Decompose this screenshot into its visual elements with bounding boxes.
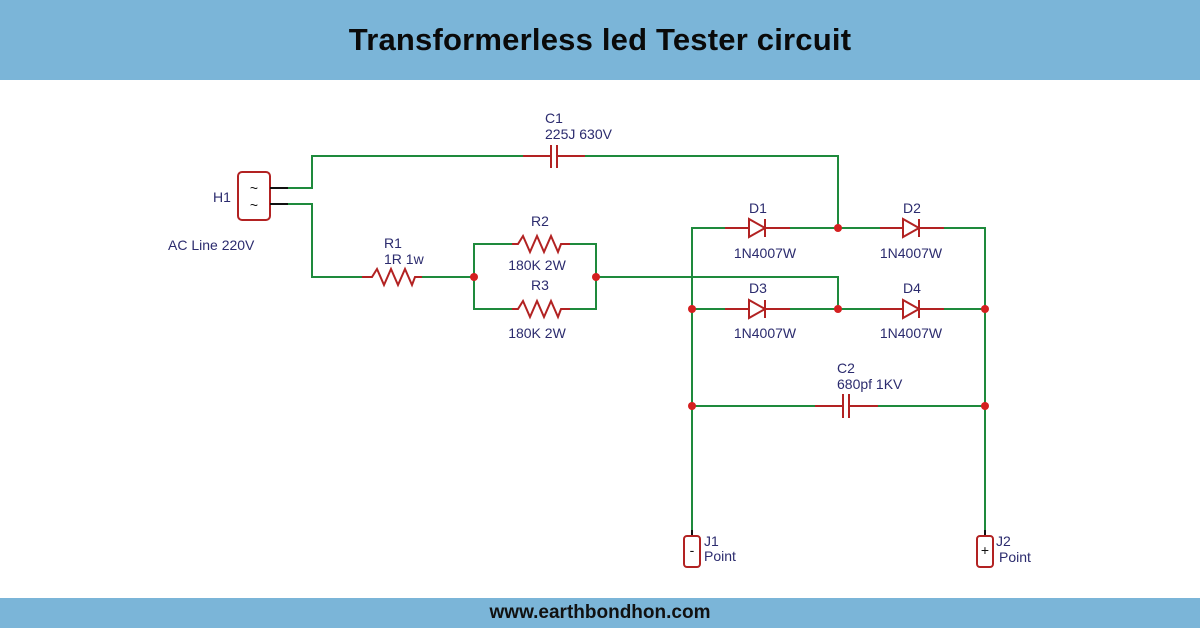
h1-ref: H1 — [213, 189, 231, 205]
ac-source-h1: ~ ~ H1 AC Line 220V — [168, 171, 288, 253]
wire-c1-to-d1d2-node — [585, 155, 839, 228]
d3-value: 1N4007W — [734, 325, 797, 341]
capacitor-c2: C2 680pf 1KV — [815, 360, 903, 418]
d1-ref: D1 — [749, 200, 767, 216]
c2-value: 680pf 1KV — [837, 376, 903, 392]
j1-ref: J1 — [704, 533, 719, 549]
c1-value: 225J 630V — [545, 126, 613, 142]
junction-dot — [688, 305, 696, 313]
resistor-r2: R2 180K 2W — [508, 213, 570, 273]
junctions — [470, 224, 989, 410]
wire-d1-row-left — [691, 227, 725, 309]
d2-value: 1N4007W — [880, 245, 943, 261]
r3-value: 180K 2W — [508, 325, 566, 341]
h1-value: AC Line 220V — [168, 237, 255, 253]
r1-ref: R1 — [384, 235, 402, 251]
wires — [288, 155, 986, 530]
d2-ref: D2 — [903, 200, 921, 216]
wire-r-to-d3d4-node — [596, 276, 839, 309]
resistor-r1: R1 1R 1w — [362, 235, 425, 288]
j1-value: Point — [704, 548, 736, 564]
wire-r3-left — [473, 277, 512, 310]
d3-ref: D3 — [749, 280, 767, 296]
junction-dot — [981, 305, 989, 313]
ac-symbol-2: ~ — [250, 197, 258, 213]
website-url: www.earthbondhon.com — [489, 602, 711, 623]
resistor-r3: R3 180K 2W — [508, 277, 570, 341]
ac-symbol-1: ~ — [250, 180, 258, 196]
junction-dot — [834, 224, 842, 232]
d4-ref: D4 — [903, 280, 921, 296]
footer-banner: www.earthbondhon.com — [0, 598, 1200, 628]
page-title: Transformerless led Tester circuit — [348, 22, 852, 57]
junction-dot — [592, 273, 600, 281]
diode-d2: D2 1N4007W — [880, 200, 944, 261]
r1-value: 1R 1w — [384, 251, 425, 267]
connector-j1: - J1 Point — [683, 530, 736, 568]
r2-ref: R2 — [531, 213, 549, 229]
capacitor-c1: C1 225J 630V — [523, 110, 613, 168]
wire-h1-bottom-to-r1 — [288, 203, 362, 278]
diode-d3: D3 1N4007W — [725, 280, 797, 341]
junction-dot — [470, 273, 478, 281]
title-banner: Transformerless led Tester circuit — [0, 0, 1200, 80]
r2-value: 180K 2W — [508, 257, 566, 273]
junction-dot — [688, 402, 696, 410]
wire-h1-top-to-c1 — [288, 155, 523, 189]
d4-value: 1N4007W — [880, 325, 943, 341]
c2-ref: C2 — [837, 360, 855, 376]
d1-value: 1N4007W — [734, 245, 797, 261]
wire-r3-right — [570, 277, 597, 310]
diode-d4: D4 1N4007W — [880, 280, 944, 341]
wire-r2-left — [473, 243, 512, 277]
c1-ref: C1 — [545, 110, 563, 126]
junction-dot — [981, 402, 989, 410]
j1-minus-symbol: - — [690, 542, 695, 558]
r3-ref: R3 — [531, 277, 549, 293]
connector-j2: + J2 Point — [976, 530, 1031, 568]
j2-ref: J2 — [996, 533, 1011, 549]
diode-d1: D1 1N4007W — [725, 200, 797, 261]
j2-value: Point — [999, 549, 1031, 565]
wire-r2-right — [570, 243, 597, 277]
wire-d2-right — [944, 227, 986, 309]
junction-dot — [834, 305, 842, 313]
j2-plus-symbol: + — [981, 542, 989, 558]
